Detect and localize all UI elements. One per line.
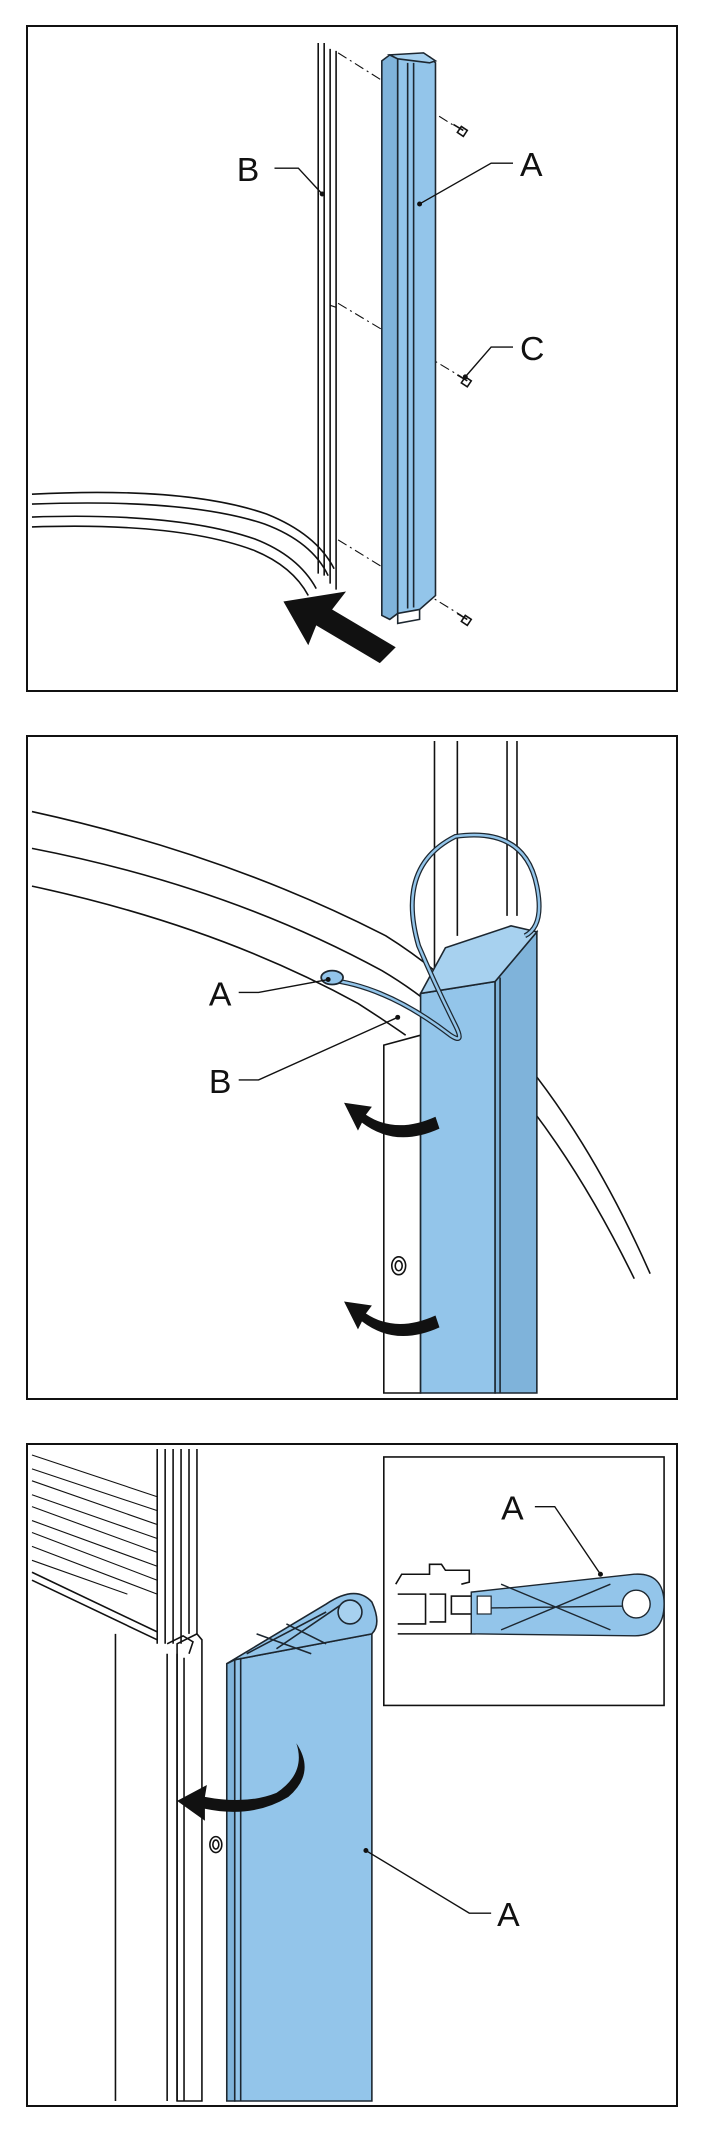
step-2-illustration: A B [31, 741, 651, 1394]
label-b: B [237, 151, 260, 189]
rotate-arrow-lower [344, 1301, 440, 1337]
step-1-panel: B A C [26, 25, 678, 692]
frame-profile [156, 1449, 223, 2102]
label-b: B [209, 1063, 232, 1101]
push-arrow [283, 591, 396, 664]
screw-middle [456, 374, 473, 388]
cover-profile [225, 1592, 378, 2102]
rotate-arrow-upper [344, 1102, 440, 1138]
cable-clip [320, 969, 344, 986]
step-1-illustration: B A C [31, 42, 544, 664]
step-3-panel: A A [26, 1443, 678, 2107]
cover-profile-side [494, 929, 538, 1394]
screw-bottom [456, 612, 473, 627]
detail-inset [383, 1456, 665, 1707]
label-a-main: A [497, 1896, 520, 1934]
cover-profile-face [419, 980, 496, 1394]
frame-profile [383, 1034, 422, 1394]
step-2-panel: A B [26, 735, 678, 1400]
cover-profile [381, 52, 438, 625]
shutter-slats [31, 1454, 158, 1641]
curved-track [31, 491, 335, 570]
frame-profile [317, 42, 337, 590]
label-a-inset: A [501, 1490, 524, 1528]
label-a: A [209, 975, 232, 1013]
cover-profile-face [233, 1632, 373, 2102]
cover-profile-side [381, 53, 399, 621]
step-3-illustration: A A [31, 1449, 665, 2102]
label-a: A [520, 146, 543, 184]
label-c: C [520, 330, 544, 368]
rotate-arrow [177, 1743, 305, 1821]
cover-profile-face [396, 56, 437, 615]
cover-profile [419, 925, 539, 1394]
screw-top [452, 123, 469, 138]
